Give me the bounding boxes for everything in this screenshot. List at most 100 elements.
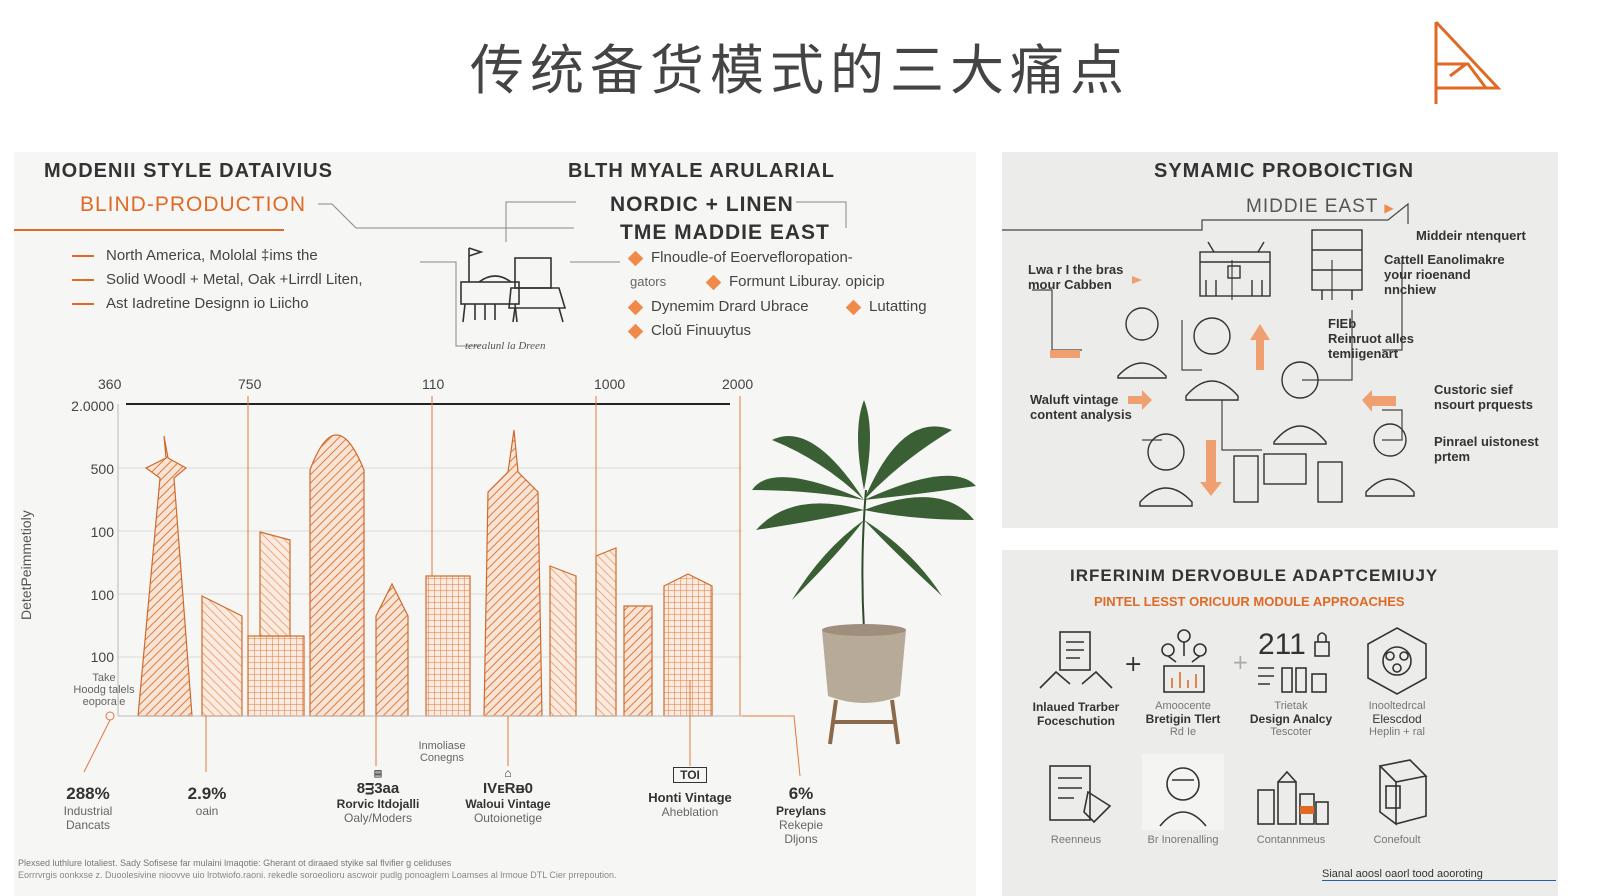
plus-icon: + xyxy=(1124,652,1143,677)
network-chart-icon xyxy=(1156,626,1212,700)
hexagon-gear-icon xyxy=(1364,626,1430,700)
bullet-item: Solid Woodl + Metal, Oak +Lirrdl Liten, xyxy=(72,269,363,293)
x-tick: 1000 xyxy=(594,376,626,392)
pointer-line xyxy=(742,715,801,777)
center-heading: BLTH MYALE ARULARIAL xyxy=(568,160,836,182)
left-subheading: BLIND-PRODUCTION xyxy=(80,193,307,216)
y-tick: 100 xyxy=(90,649,114,665)
heading-connector xyxy=(14,203,574,231)
building-bar xyxy=(247,635,305,717)
tools-icon xyxy=(1256,664,1332,700)
cabinet-icon xyxy=(1311,229,1363,300)
tr-heading: SYMAMIC PROBOICTIGN xyxy=(1154,160,1415,182)
feature-item: Dynemim Drard Ubrace xyxy=(627,298,809,315)
bullet-item: North America, Mololal ‡ims the xyxy=(72,245,363,269)
skyline-chart xyxy=(83,396,801,777)
building-bar xyxy=(595,547,617,717)
person-icon xyxy=(1365,423,1415,497)
pointer-dot xyxy=(105,711,115,721)
feature-item: Lutatting xyxy=(845,298,927,315)
module-label: Br Inorenalling xyxy=(1147,834,1219,846)
furniture-sketch-icon xyxy=(455,242,575,330)
document-edit-icon xyxy=(1044,762,1120,832)
tr-sub: MIDDIE EAST ▶ xyxy=(1246,196,1395,217)
sketch-caption: terealunl la Dreen xyxy=(465,340,546,352)
number-badge: 211 xyxy=(1258,628,1306,661)
building-bar xyxy=(259,531,291,637)
left-heading: MODENII STYLE DATAIVIUS xyxy=(44,160,333,182)
feature-item: Formunt Liburay. opicip xyxy=(705,273,885,290)
top-right-panel xyxy=(1002,152,1558,528)
flow-label: Middeir ntenquert xyxy=(1416,228,1526,243)
building-bar xyxy=(663,573,713,717)
feature-item: Cloŭ Finuuytus xyxy=(627,322,751,339)
module-label: Reenneus xyxy=(1050,834,1102,846)
center-connector xyxy=(420,201,847,347)
building-bar xyxy=(201,595,243,717)
person-icon xyxy=(1185,317,1239,401)
flow-label: Cattell Eanolimakre your rioenand nnchie… xyxy=(1384,252,1505,297)
person-icon xyxy=(1139,433,1193,507)
br-heading: IRFERINIM DERVOBULE ADAPTCEMIUJY xyxy=(1070,566,1439,585)
building-bar xyxy=(425,575,471,717)
bottom-right-panel xyxy=(1002,550,1558,896)
lock-icon xyxy=(1312,630,1332,664)
center-sub-1: NORDIC + LINEN xyxy=(610,193,794,216)
br-sub: PINTEL LESST ORICUUR MODULE APPROACHES xyxy=(1094,594,1405,609)
y-tick: 100 xyxy=(90,524,114,540)
cutoff-link: Sianal aoosl oaorl tood aooroting xyxy=(1322,868,1556,881)
tower-bar xyxy=(137,435,193,717)
x-tick: 360 xyxy=(98,376,122,392)
footnote: Plexsed luthlure lotaliest. Sady Sofises… xyxy=(18,858,452,868)
arrow-up-icon xyxy=(1250,324,1270,370)
bullet-item: Ast Iadretine Designn io Liicho xyxy=(72,293,363,317)
building-bar xyxy=(375,582,409,717)
flow-label: Custoric sief nsourt prquests xyxy=(1434,382,1533,412)
person-portrait-icon xyxy=(1142,754,1224,830)
bullet-list: North America, Mololal ‡ims the Solid Wo… xyxy=(72,245,363,317)
flow-label: Pinrael uistonest prtem xyxy=(1434,434,1539,464)
devices-icon xyxy=(1233,453,1343,503)
y-tick: 2.0000 xyxy=(71,398,114,414)
grid-icon: ▤ xyxy=(374,766,382,780)
stat-block: 2.9%oain xyxy=(187,784,227,818)
tower-bar xyxy=(483,429,543,717)
potted-plant-icon xyxy=(752,400,976,754)
module-label: Conefoult xyxy=(1373,834,1421,846)
person-icon xyxy=(1117,307,1167,379)
bar-fill-icon xyxy=(1050,350,1080,358)
phone-box-icon xyxy=(1366,756,1436,832)
module-label: Contannmeus xyxy=(1256,834,1326,846)
chair-icon: ⌂ xyxy=(504,766,512,780)
flow-diagram xyxy=(1002,202,1415,507)
y-tick: 500 xyxy=(90,461,114,477)
person-icon xyxy=(1273,361,1327,445)
plus-icon: + xyxy=(1232,650,1249,674)
center-sub-2: TME MADDIE EAST xyxy=(620,221,830,244)
x-tick: 110 xyxy=(422,376,445,392)
arrow-right-icon xyxy=(1128,390,1152,410)
x-tick: 2000 xyxy=(722,376,754,392)
flow-label: Waluft vintage content analysis xyxy=(1030,392,1132,422)
page-title: 传统备货模式的三大痛点 xyxy=(470,39,1130,102)
containers-icon xyxy=(1252,766,1332,834)
arrow-left-icon xyxy=(1362,390,1396,412)
brand-logo-icon xyxy=(1428,18,1504,114)
footnote: Eorrrvrgis oonkxse z. Duoolesivine nioov… xyxy=(18,870,617,880)
skyscraper-bar xyxy=(309,434,365,717)
flow-label: FIEb Reinruot alles temiigenart xyxy=(1328,316,1414,361)
building-bar xyxy=(623,605,653,717)
feature-item: gators xyxy=(630,274,667,289)
cabinet-icon: TOI xyxy=(673,767,707,783)
y-tick: 100 xyxy=(90,587,114,603)
